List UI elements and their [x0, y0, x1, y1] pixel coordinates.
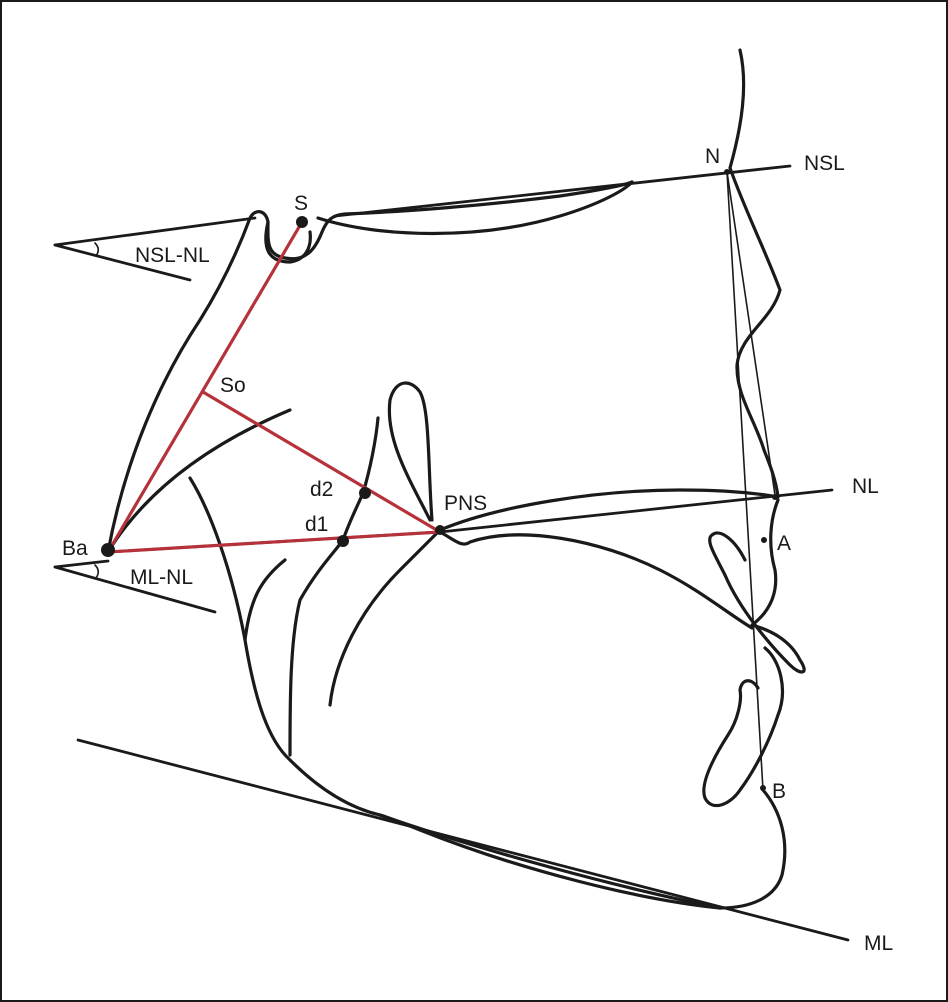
- point-d1: [337, 535, 349, 547]
- label-ml: ML: [864, 932, 893, 955]
- label-d2: d2: [310, 478, 333, 501]
- sella-turcica: [264, 220, 312, 264]
- label-so: So: [220, 374, 246, 397]
- nl-line: [438, 488, 834, 534]
- label-b: B: [772, 780, 786, 803]
- inner-ramus: [243, 558, 287, 642]
- ba-s-line: [106, 220, 304, 554]
- so-pns-line: [201, 390, 442, 534]
- point-nl-end: [772, 494, 778, 500]
- label-n: N: [705, 145, 720, 168]
- ml-nl-angle-symbol: [53, 559, 217, 614]
- symphysis-chin: [378, 788, 787, 910]
- condyle-ramus: [188, 476, 382, 817]
- hard-palate: [438, 488, 780, 532]
- soft-palate: [328, 530, 440, 707]
- label-nsl: NSL: [804, 152, 845, 175]
- lower-incisor: [702, 646, 785, 808]
- nasal-bone-profile: [728, 48, 782, 499]
- label-a: A: [777, 532, 791, 555]
- point-b: [760, 785, 766, 791]
- label-ml-nl: ML-NL: [130, 566, 193, 589]
- ba-pns-red-line: [106, 530, 442, 554]
- point-pns: [435, 525, 445, 535]
- point-n: [724, 169, 730, 175]
- nsl-nl-angle-symbol: [53, 216, 257, 282]
- clivus-outline: [106, 408, 292, 554]
- mandibular-border: [378, 813, 722, 910]
- label-nl: NL: [852, 475, 879, 498]
- n-b-line: [726, 171, 764, 791]
- point-s: [296, 216, 308, 228]
- point-a: [761, 537, 767, 543]
- ml-line: [76, 738, 850, 942]
- anterior-cranial-base-curve: [316, 180, 634, 236]
- nsl-line: [333, 164, 792, 218]
- palate-underside: [438, 530, 754, 630]
- label-nsl-nl: NSL-NL: [135, 244, 210, 267]
- label-s: S: [294, 192, 308, 215]
- label-ba: Ba: [62, 537, 88, 560]
- label-pns: PNS: [444, 492, 487, 515]
- point-ba: [101, 543, 115, 557]
- pterygomaxillary-fissure: [387, 381, 434, 522]
- label-d1: d1: [305, 513, 328, 536]
- upper-incisor: [708, 498, 806, 674]
- cranial-base-outline: [106, 180, 634, 554]
- point-d2: [359, 487, 371, 499]
